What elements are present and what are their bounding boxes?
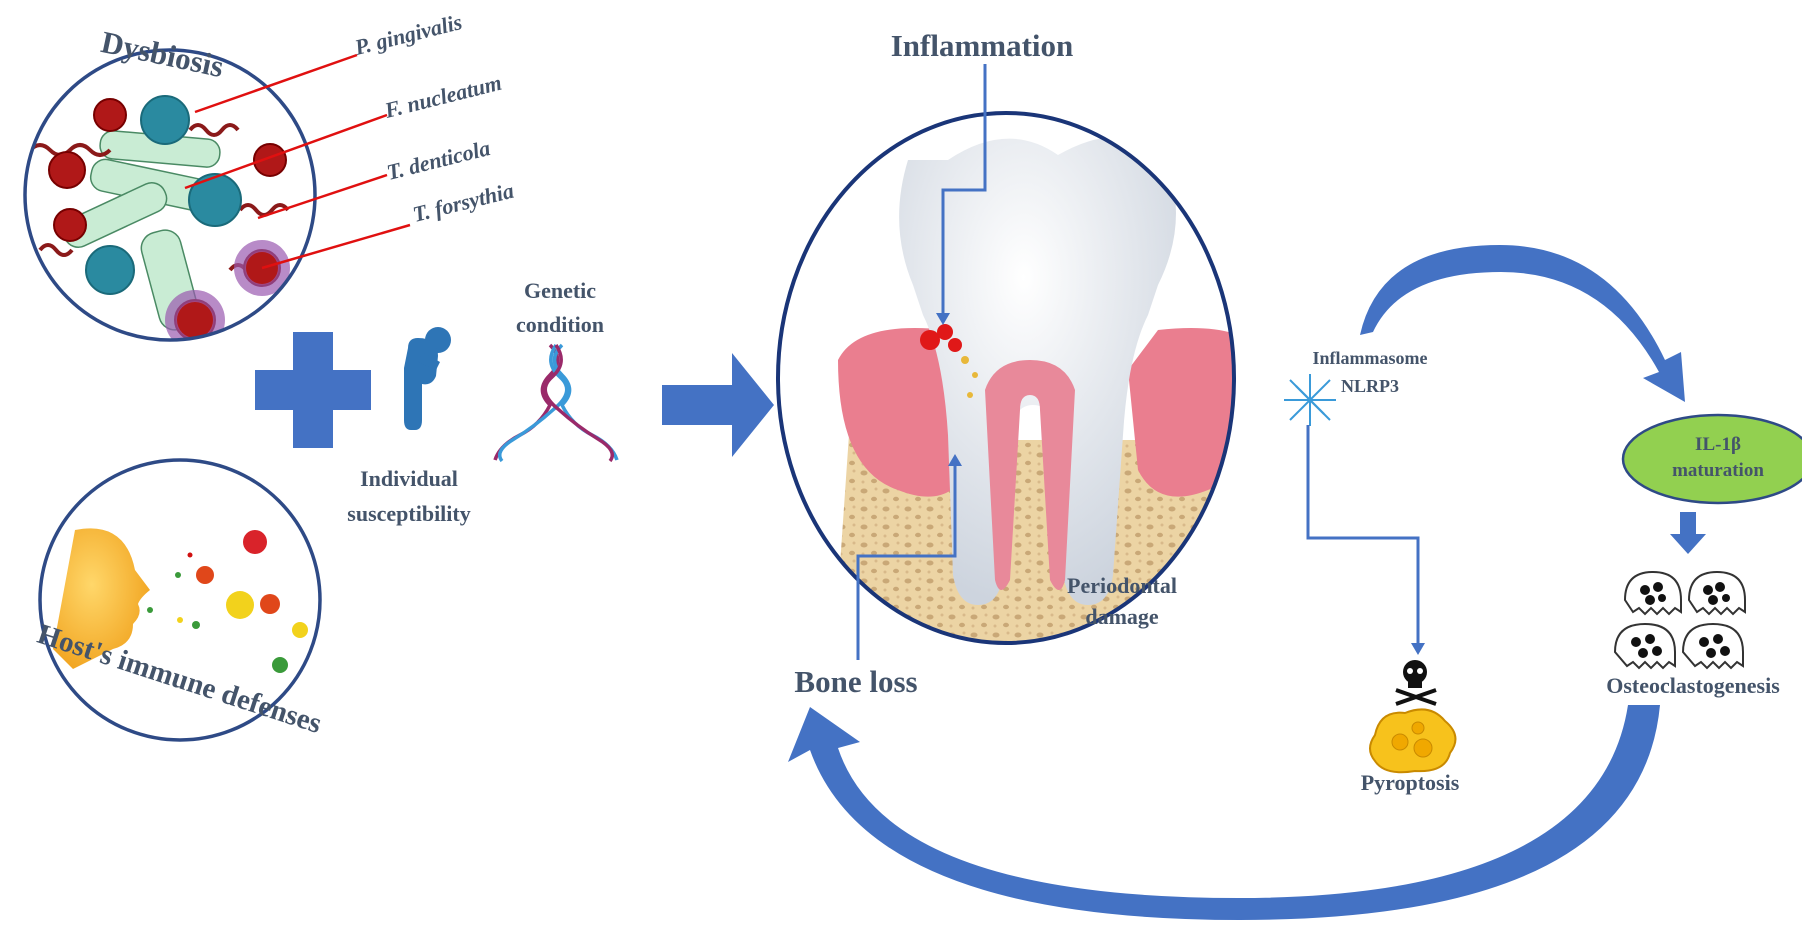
individual-label-1: Individual — [360, 466, 458, 491]
dead-cell-icon — [1369, 708, 1457, 774]
tooth-circle — [776, 111, 1236, 645]
curved-arrow-to-il1b — [1360, 245, 1685, 402]
il1b-label-2: maturation — [1672, 460, 1764, 481]
periodontal-label-1: Periodontal — [1067, 573, 1177, 598]
nlrp3-icon — [1284, 374, 1336, 426]
periodontal-label-2: damage — [1085, 604, 1159, 629]
plus-icon — [255, 332, 371, 448]
inflammation-label: Inflammation — [891, 28, 1074, 63]
pathogen-icon — [147, 530, 308, 673]
dna-icon — [493, 343, 619, 463]
il1b-label-1: IL-1β — [1695, 434, 1741, 455]
osteoclastogenesis-label: Osteoclastogenesis — [1606, 673, 1780, 698]
right-arrow-icon — [662, 353, 774, 457]
face-icon — [53, 528, 150, 669]
inflammasome-label-2: NLRP3 — [1341, 376, 1399, 396]
individual-label-2: susceptibility — [347, 501, 470, 526]
bone-loss-label: Bone loss — [794, 664, 917, 699]
bacteria-label-t-forsythia: T. forsythia — [410, 178, 516, 227]
inflammation-arrow — [941, 64, 987, 315]
coughing-person-icon — [404, 327, 451, 430]
host-immune-circle — [38, 458, 322, 742]
bacteria-label-t-denticola: T. denticola — [384, 135, 492, 185]
bone-loss-arrow — [856, 462, 957, 660]
dysbiosis-circle — [23, 48, 317, 342]
inflammasome-label-1: Inflammasome — [1313, 348, 1428, 368]
curved-arrow-to-bone-loss — [788, 705, 1660, 920]
pyroptosis-arrow — [1306, 425, 1420, 645]
il1b-ellipse — [1621, 413, 1802, 505]
bacteria-label-f-nucleatum: F. nucleatum — [381, 70, 504, 123]
skull-icon — [1395, 660, 1437, 706]
arrow-to-osteoclasts — [1670, 512, 1706, 554]
genetic-label-1: Genetic — [524, 278, 596, 303]
genetic-label-2: condition — [516, 312, 604, 337]
pyroptosis-label: Pyroptosis — [1361, 770, 1460, 795]
bacteria-label-p-gingivalis: P. gingivalis — [351, 9, 464, 60]
osteoclast-icon — [1613, 570, 1746, 670]
bacteria-connectors — [184, 53, 411, 270]
